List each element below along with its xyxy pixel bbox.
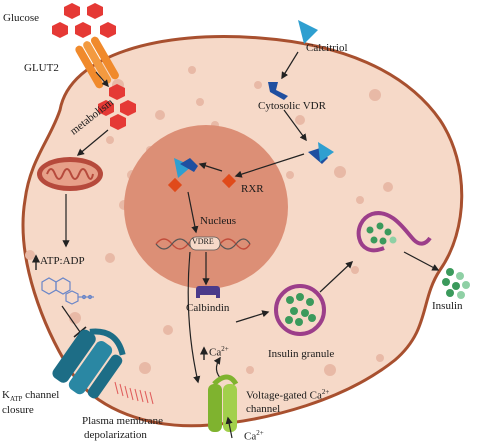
katp-channel — [52, 328, 126, 399]
depolarization-label: depolarization — [84, 429, 147, 441]
calbindin-label: Calbindin — [186, 302, 230, 314]
calcitriol-label: Calcitriol — [306, 42, 348, 54]
voltage-gated-ca-channel — [208, 374, 239, 432]
glut2-transporter — [75, 36, 119, 89]
rxr-label: RXR — [241, 183, 264, 195]
arrow-calcitriol-vdr — [281, 51, 299, 80]
vg-channel-label-2: channel — [246, 403, 281, 415]
mitochondrion — [37, 157, 103, 191]
glucose-label: Glucose — [3, 12, 40, 24]
arrow-to-rxr — [234, 153, 305, 178]
calcitriol-molecule — [298, 20, 318, 44]
vg-channel-label-1: Voltage-gated Ca2+ — [246, 388, 330, 402]
arrow-insulin-release — [403, 251, 440, 271]
glucose-inside — [98, 84, 136, 130]
inhibition-line — [61, 305, 81, 333]
arrow-complex-dna — [187, 191, 199, 234]
vg-line1: Voltage-gated Ca — [246, 389, 322, 402]
arrow-granule-exocytosis — [319, 261, 354, 293]
inhibition-bar — [73, 326, 87, 338]
arrow-glucose-in — [95, 71, 109, 88]
nucleus-label: Nucleus — [200, 215, 237, 227]
arrow-depolarization-vgcc — [187, 251, 201, 384]
katp-rest: channel — [22, 389, 60, 401]
insulin-granule-label: Insulin granule — [268, 348, 335, 360]
ca-inner-label: Ca2+ — [209, 345, 229, 359]
atp-molecule-icon — [41, 277, 94, 305]
released-insulin — [442, 268, 470, 299]
katp-k: K — [2, 389, 10, 401]
arrow-ca-influx — [225, 416, 233, 439]
glut2-label: GLUT2 — [24, 62, 59, 74]
closure-label: closure — [2, 404, 34, 416]
arrow-metabolism — [76, 129, 109, 156]
vdre-label: VDRE — [192, 237, 214, 246]
vdr-rxr-complex — [167, 158, 198, 193]
atp-adp-label: ATP:ADP — [40, 255, 85, 267]
calbindin-protein — [196, 286, 220, 298]
ca-inner-text: Ca — [209, 346, 222, 359]
plasma-membrane-label: Plasma membrane — [82, 415, 163, 427]
glucose-molecules — [52, 3, 116, 38]
rxr-molecule-right — [221, 173, 237, 189]
arrow-vdr-complex — [283, 109, 307, 142]
ca-inner-sup: 2+ — [221, 345, 229, 353]
ca-outer-sup: 2+ — [256, 429, 264, 437]
ca-outer-label: Ca2+ — [244, 429, 264, 443]
insulin-label: Insulin — [432, 300, 463, 312]
exocytosis-vesicle — [356, 211, 432, 253]
depolarization-marks — [114, 381, 154, 405]
ca-outer-text: Ca — [244, 430, 257, 443]
insulin-granule — [274, 284, 326, 336]
vdre-box — [189, 236, 221, 251]
arrow-rxr-complex — [198, 162, 223, 172]
katp-label: KATP channel — [2, 389, 59, 404]
katp-sub: ATP — [9, 395, 23, 404]
vdr-calcitriol-complex — [308, 142, 334, 164]
arrow-calbindin-granule — [235, 310, 270, 323]
cytosolic-vdr-label: Cytosolic VDR — [258, 100, 326, 112]
vg-sup: 2+ — [321, 388, 330, 396]
cytosolic-vdr — [268, 82, 288, 100]
